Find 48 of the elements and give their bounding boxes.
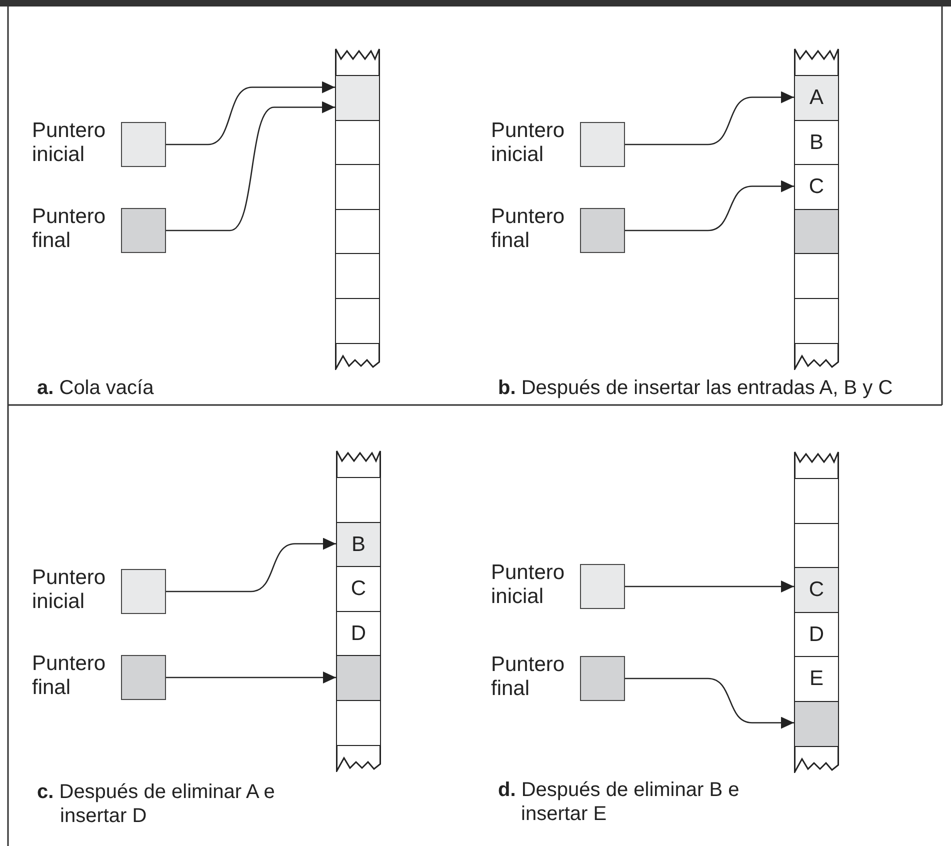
arrow	[625, 678, 794, 729]
pointer-label: Puntero inicial	[491, 561, 566, 609]
memory-cell	[794, 700, 839, 746]
arrow	[166, 101, 335, 232]
memory-column	[794, 450, 839, 773]
panel-caption: c. Después de eliminar A e insertar D	[37, 780, 276, 828]
memory-cell: C	[794, 567, 839, 613]
memory-cell	[794, 478, 839, 524]
memory-cell: C	[794, 164, 839, 210]
panel-caption: d. Después de eliminar B e insertar E	[498, 778, 740, 826]
arrow	[166, 538, 336, 592]
memory-cell	[794, 522, 839, 568]
memory-cell	[335, 75, 380, 121]
pointer-label: Puntero inicial	[32, 566, 107, 614]
memory-cell: D	[794, 612, 839, 658]
memory-cell	[335, 208, 380, 254]
pointer-label: Puntero final	[491, 653, 566, 701]
pointer-label: Puntero inicial	[491, 119, 566, 167]
memory-cell	[335, 120, 380, 166]
memory-column	[336, 449, 381, 772]
memory-cell	[794, 208, 839, 254]
panel-caption: a. Cola vacía	[37, 376, 154, 400]
memory-cell	[335, 164, 380, 210]
arrow	[625, 180, 794, 232]
memory-cell	[335, 253, 380, 299]
memory-cell	[335, 298, 380, 344]
pointer-label: Puntero inicial	[32, 119, 107, 167]
arrow	[625, 91, 794, 146]
memory-cell	[336, 477, 381, 523]
memory-cell	[794, 298, 839, 344]
memory-cell	[336, 700, 381, 746]
memory-cell	[336, 655, 381, 701]
memory-cell: C	[336, 566, 381, 612]
arrow	[166, 672, 336, 684]
memory-cell: E	[794, 656, 839, 702]
memory-cell: D	[336, 610, 381, 656]
memory-cell	[794, 253, 839, 299]
pointer-label: Puntero final	[491, 205, 566, 253]
memory-column	[335, 47, 380, 370]
memory-cell: A	[794, 75, 839, 121]
memory-cell: B	[336, 522, 381, 568]
arrow	[625, 580, 794, 592]
memory-cell: B	[794, 120, 839, 166]
pointer-label: Puntero final	[32, 652, 107, 700]
arrow	[166, 81, 335, 146]
panel-caption: b. Después de insertar las entradas A, B y C	[498, 376, 893, 400]
pointer-label: Puntero final	[32, 205, 107, 253]
memory-column	[794, 47, 839, 370]
